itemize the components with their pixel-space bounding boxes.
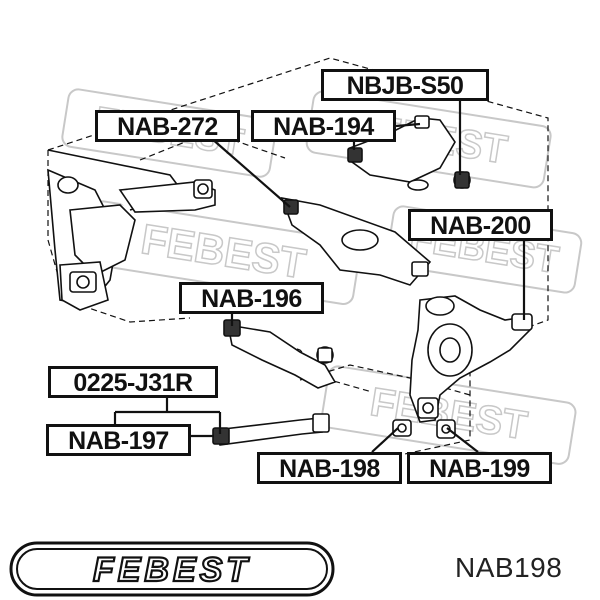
rear-knuckle — [409, 295, 533, 423]
label-nab-200: NAB-200 — [408, 209, 553, 241]
febest-logo: FEBEST — [9, 541, 335, 597]
label-nab-198: NAB-198 — [257, 452, 402, 484]
watermark-layer: FEBEST FEBEST FEBEST FEBEST FEBEST — [61, 88, 583, 465]
label-nab-199: NAB-199 — [407, 452, 552, 484]
label-nab-196: NAB-196 — [179, 282, 324, 314]
toe-link-nab-197 — [212, 413, 456, 446]
logo-text: FEBEST — [93, 551, 251, 589]
leader-lines — [113, 97, 526, 453]
upper-arm-nab-272 — [118, 179, 432, 286]
label-nab-197: NAB-197 — [46, 424, 191, 456]
lower-arm-nab-196 — [223, 319, 337, 389]
label-0225-j31r: 0225-J31R — [48, 366, 218, 398]
label-nab-194: NAB-194 — [251, 110, 396, 142]
part-number: NAB198 — [455, 552, 563, 583]
watermark-frame — [61, 88, 277, 178]
label-nbjb-s50: NBJB-S50 — [321, 69, 489, 101]
label-nab-272: NAB-272 — [95, 110, 240, 142]
